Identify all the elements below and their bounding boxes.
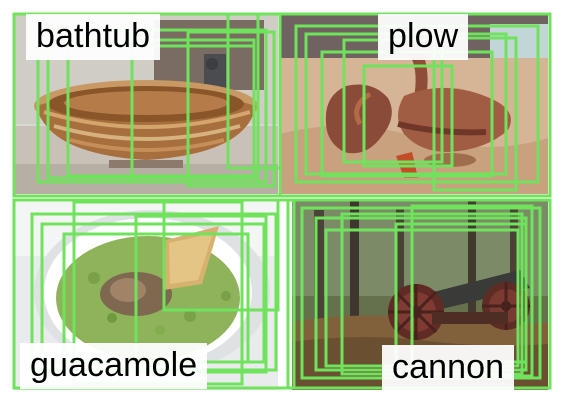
label-cannon: cannon xyxy=(382,345,515,391)
label-bathtub: bathtub xyxy=(26,14,161,60)
label-plow: plow xyxy=(378,14,469,60)
label-guacamole: guacamole xyxy=(20,343,208,389)
